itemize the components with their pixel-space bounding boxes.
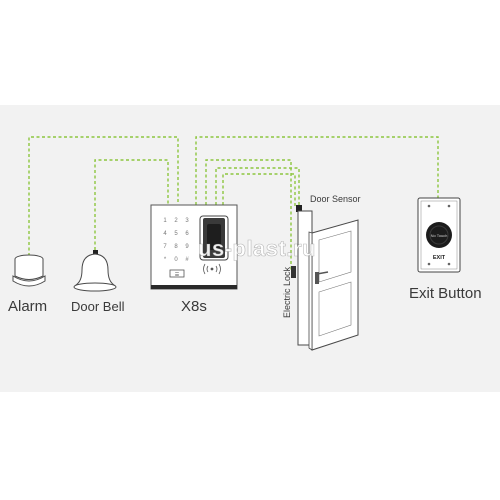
wire-exit-button bbox=[195, 136, 439, 205]
electric-lock bbox=[291, 266, 296, 278]
key: 7 bbox=[163, 244, 167, 250]
door-sensor-label: Door Sensor bbox=[310, 194, 361, 204]
key: 0 bbox=[174, 257, 178, 263]
watermark: us-plast.ru bbox=[198, 236, 316, 262]
key: 6 bbox=[185, 231, 189, 237]
wire-door-bell bbox=[94, 159, 169, 250]
door-handle bbox=[315, 272, 319, 284]
door-bell-label: Door Bell bbox=[71, 299, 125, 314]
key: # bbox=[185, 257, 189, 263]
background-band bbox=[0, 105, 500, 392]
svg-text:EXIT: EXIT bbox=[433, 255, 446, 261]
device-label: X8s bbox=[181, 298, 207, 315]
key: * bbox=[164, 257, 167, 263]
key: 4 bbox=[163, 231, 167, 237]
alarm-icon bbox=[12, 254, 46, 287]
wire-door-sensor bbox=[215, 167, 300, 207]
key: 2 bbox=[174, 218, 178, 224]
device-badge bbox=[169, 269, 185, 278]
door-icon bbox=[291, 205, 359, 351]
exit-button-label: Exit Button bbox=[409, 285, 482, 302]
svg-text:☰: ☰ bbox=[175, 272, 180, 278]
electric-lock-label: Electric Lock bbox=[282, 266, 292, 318]
wire-electric-lock bbox=[205, 159, 292, 272]
keypad: 1 2 3 4 5 6 7 8 9 * 0 # bbox=[163, 218, 189, 263]
key: 1 bbox=[163, 218, 167, 224]
exit-button-icon: No Touch EXIT bbox=[417, 197, 461, 273]
key: 9 bbox=[185, 244, 189, 250]
wiring bbox=[28, 136, 439, 272]
wire-alarm bbox=[28, 136, 179, 256]
alarm-label: Alarm bbox=[8, 298, 48, 315]
rfid-icon bbox=[203, 263, 221, 275]
svg-text:No Touch: No Touch bbox=[431, 233, 448, 238]
door-bell-icon bbox=[73, 250, 117, 292]
key: 3 bbox=[185, 218, 189, 224]
key: 8 bbox=[174, 244, 178, 250]
x8s-device-icon: 1 2 3 4 5 6 7 8 9 * 0 # ☰ bbox=[150, 204, 238, 290]
wire-door-sensor-2 bbox=[222, 173, 296, 207]
key: 5 bbox=[174, 231, 178, 237]
